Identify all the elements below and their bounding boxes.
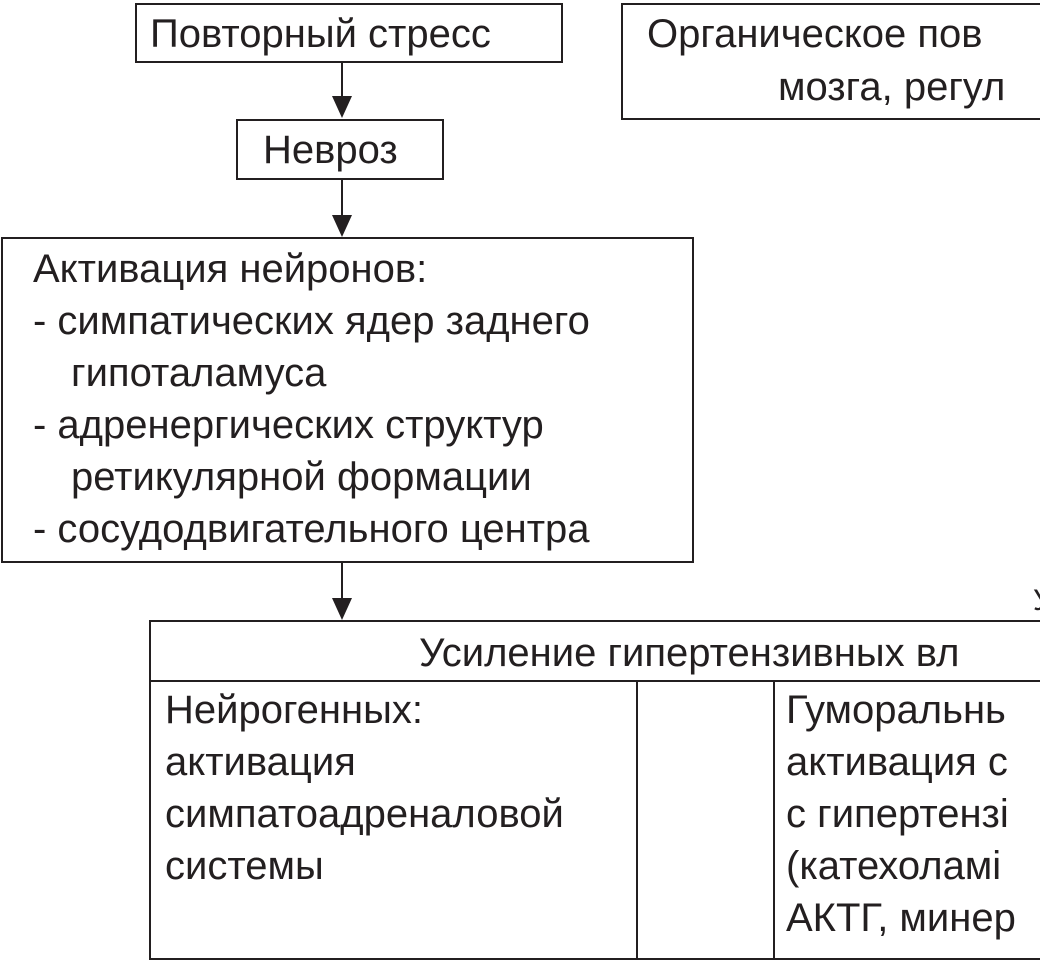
arrow-activation-to-hypertensive-line xyxy=(341,563,343,599)
offscreen-right-label: У xyxy=(1033,583,1040,619)
activation-item-vasomotor: - сосудодвигательного центра xyxy=(33,507,590,551)
neuron-activation-box: Активация нейронов: - симпатических ядер… xyxy=(1,237,694,563)
organic-damage-box: Органическое пов мозга, регул xyxy=(621,3,1040,120)
neurogenic-title: Нейрогенных: xyxy=(165,688,423,732)
organic-damage-line-1: Органическое пов xyxy=(647,12,983,56)
hypertensive-header-divider xyxy=(151,680,1040,682)
activation-title: Активация нейронов: xyxy=(33,247,428,291)
humoral-line-2: активация с xyxy=(786,740,1008,784)
column-divider-right xyxy=(773,680,775,958)
neurosis-label: Невроз xyxy=(263,128,398,172)
repeated-stress-box: Повторный стресс xyxy=(135,3,563,63)
humoral-line-5: АКТГ, минер xyxy=(786,896,1016,940)
hypertensive-header: Усиление гипертензивных вл xyxy=(419,631,960,675)
neurogenic-line-3: симпатоадреналовой xyxy=(165,792,564,836)
neurosis-box: Невроз xyxy=(236,119,444,180)
humoral-title: Гуморальнь xyxy=(786,688,1006,732)
organic-damage-line-2: мозга, регул xyxy=(778,65,1006,109)
arrow-neurosis-to-activation-head xyxy=(332,215,352,237)
repeated-stress-label: Повторный стресс xyxy=(150,12,491,56)
arrow-activation-to-hypertensive-head xyxy=(332,598,352,620)
column-divider-left xyxy=(636,680,638,958)
neurogenic-line-2: активация xyxy=(165,740,356,784)
neurogenic-line-4: системы xyxy=(165,844,324,888)
activation-item-adrenergic: - адренергических структур xyxy=(33,403,544,447)
arrow-neurosis-to-activation-line xyxy=(341,180,343,216)
arrow-stress-to-neurosis-head xyxy=(332,96,352,118)
activation-item-sympathetic: - симпатических ядер заднего xyxy=(33,299,590,343)
humoral-line-4: (катехоламі xyxy=(786,844,1002,888)
hypertensive-influences-box: Усиление гипертензивных вл Нейрогенных: … xyxy=(149,620,1040,960)
arrow-stress-to-neurosis-line xyxy=(341,63,343,97)
humoral-line-3: с гипертензі xyxy=(786,792,1009,836)
activation-item-sympathetic-cont: гипоталамуса xyxy=(71,351,327,395)
activation-item-adrenergic-cont: ретикулярной формации xyxy=(71,455,532,499)
